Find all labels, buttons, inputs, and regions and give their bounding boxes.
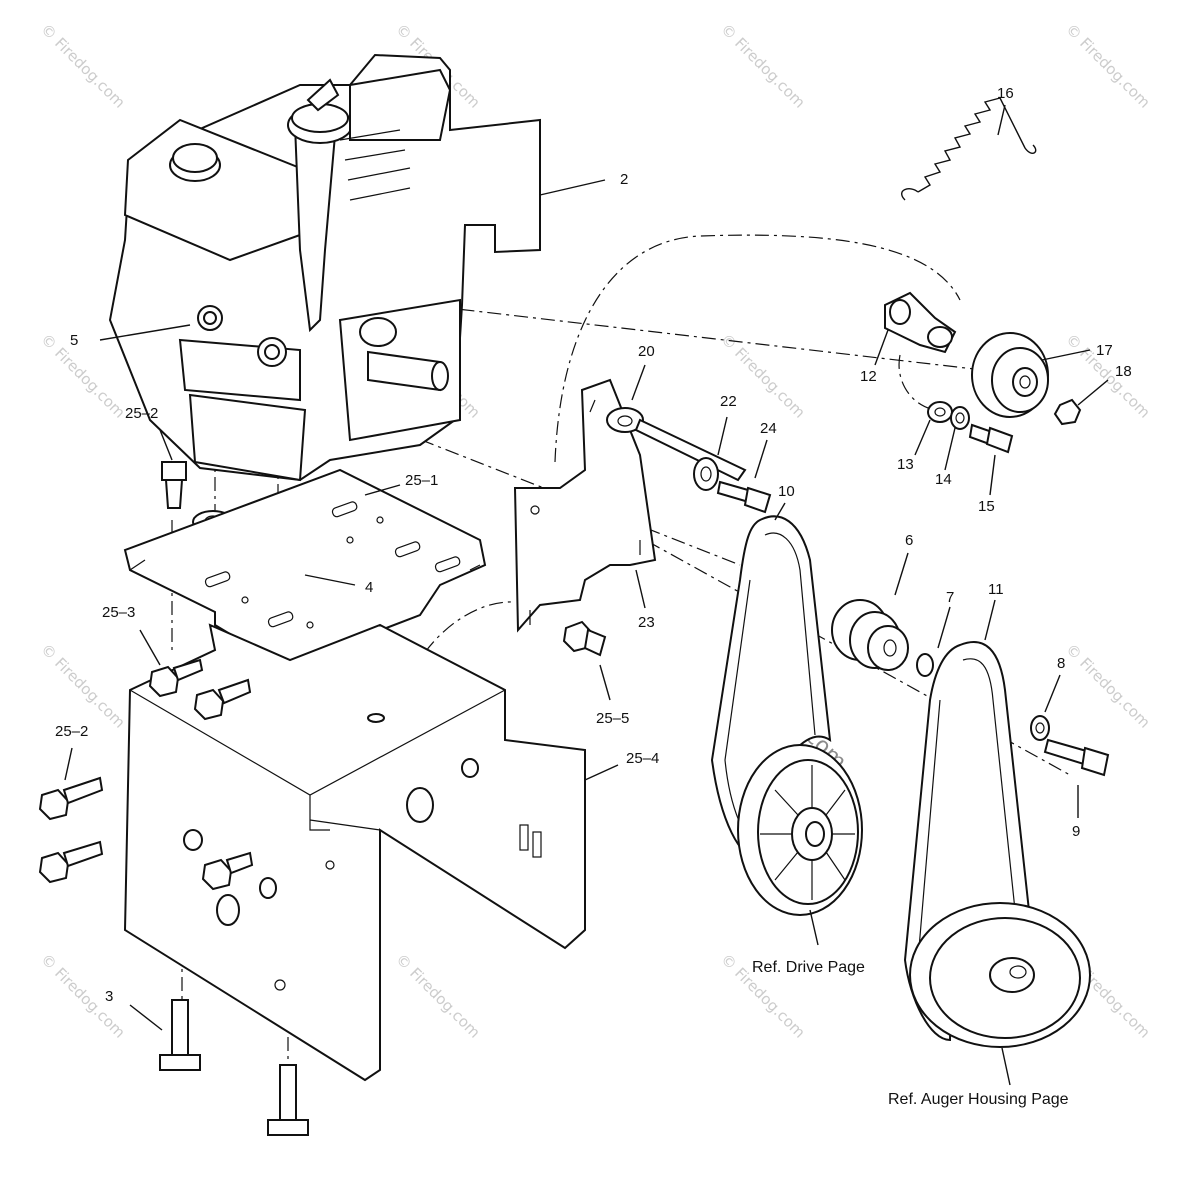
- watermark: © Firedog.com: [392, 950, 484, 1042]
- watermark: © Firedog.com: [37, 950, 129, 1042]
- watermark: © Firedog.com: [37, 20, 129, 112]
- callout-24: 24: [760, 420, 777, 437]
- idler-shaft: [606, 407, 747, 482]
- callout-25-1: 25–1: [405, 472, 438, 489]
- washer-bolt: [693, 457, 772, 514]
- callout-20: 20: [638, 343, 655, 360]
- callout-25-5: 25–5: [596, 710, 629, 727]
- bottom-bolts: [159, 999, 309, 1136]
- watermark: © Firedog.com: [1062, 20, 1154, 112]
- callout-17: 17: [1096, 342, 1113, 359]
- watermark: © Firedog.com: [1062, 640, 1154, 732]
- spacer-washer-bolt: [927, 401, 1014, 454]
- callout-5: 5: [70, 332, 78, 349]
- callout-8: 8: [1057, 655, 1065, 672]
- callout-25-4: 25–4: [626, 750, 659, 767]
- callout-14: 14: [935, 471, 952, 488]
- watermark: © Firedog.com: [37, 640, 129, 732]
- callout-25-3: 25–3: [102, 604, 135, 621]
- spacer-icon: [916, 653, 934, 677]
- callout-18: 18: [1115, 363, 1132, 380]
- callout-4: 4: [365, 579, 373, 596]
- callout-12: 12: [860, 368, 877, 385]
- idler-pulley: [971, 332, 1082, 426]
- callout-6: 6: [905, 532, 913, 549]
- spring: [901, 97, 1037, 201]
- bracket: [513, 378, 657, 633]
- callout-2: 2: [620, 171, 628, 188]
- watermark: © Firedog.com: [717, 20, 809, 112]
- callout-10: 10: [778, 483, 795, 500]
- callout-13: 13: [897, 456, 914, 473]
- hex-nut-icon: [1053, 398, 1082, 426]
- engine: [108, 53, 541, 482]
- drive-belt-pulley: [710, 515, 863, 916]
- callouts: 2 5 25–2 25–1 4 25–3 25–2 3 25–5 25–4 20…: [55, 85, 1132, 1005]
- callout-3: 3: [105, 988, 113, 1005]
- callout-25-2: 25–2: [125, 405, 158, 422]
- bolt-25-2-top: [161, 461, 187, 509]
- callout-7: 7: [946, 589, 954, 606]
- auger-belt-pulley: [903, 641, 1091, 1048]
- callout-15: 15: [978, 498, 995, 515]
- ref-auger-housing-page: Ref. Auger Housing Page: [888, 1091, 1069, 1108]
- callout-9: 9: [1072, 823, 1080, 840]
- callout-23: 23: [638, 614, 655, 631]
- frame-bolts: [38, 620, 607, 891]
- frame: [123, 623, 586, 1082]
- watermark: © Firedog.com: [37, 330, 129, 422]
- engine-pulley: [831, 599, 909, 671]
- ref-drive-page: Ref. Drive Page: [752, 959, 865, 976]
- callout-22: 22: [720, 393, 737, 410]
- callout-16: 16: [997, 85, 1014, 102]
- callout-25-2: 25–2: [55, 723, 88, 740]
- washer-bolt-8-9: [1030, 715, 1110, 777]
- idler-arm: [884, 291, 957, 354]
- callout-11: 11: [988, 581, 1004, 598]
- leader-lines: [64, 104, 1109, 1086]
